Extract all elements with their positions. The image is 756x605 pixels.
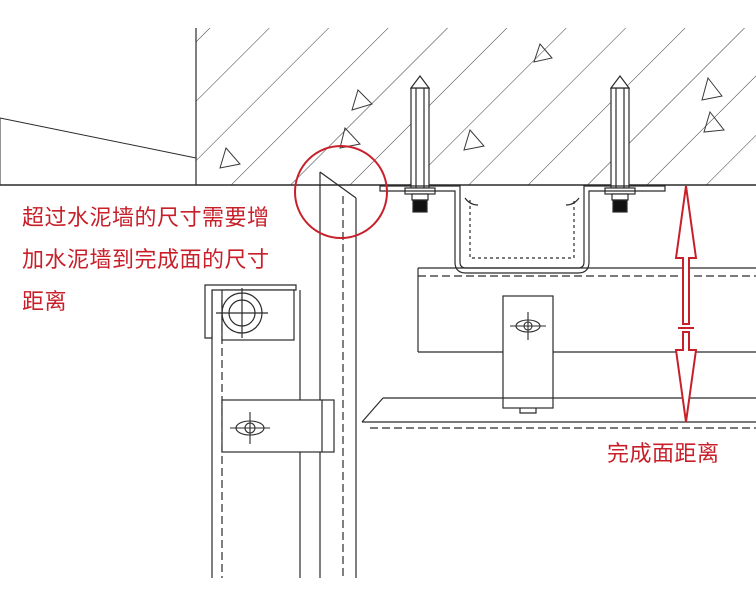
concrete-slab (0, 28, 756, 186)
bolt-symbol-connector (230, 412, 270, 444)
bolt-symbol-hanger (510, 312, 546, 340)
round-fitting-symbol (216, 288, 268, 338)
annotation-finish-distance: 完成面距离 (607, 442, 720, 467)
connector-plate (221, 399, 335, 453)
annotation-over-wall-line-2: 加水泥墙到完成面的尺寸 (22, 248, 270, 273)
highlight-circle (294, 145, 388, 239)
annotation-over-wall-line-3: 距离 (22, 290, 68, 315)
annotation-over-wall-line-1: 超过水泥墙的尺寸需要增 (22, 206, 270, 231)
finish-panel (361, 397, 756, 429)
main-beam (417, 267, 756, 353)
dimension-arrow (674, 185, 698, 423)
perspective-lines (0, 117, 197, 185)
